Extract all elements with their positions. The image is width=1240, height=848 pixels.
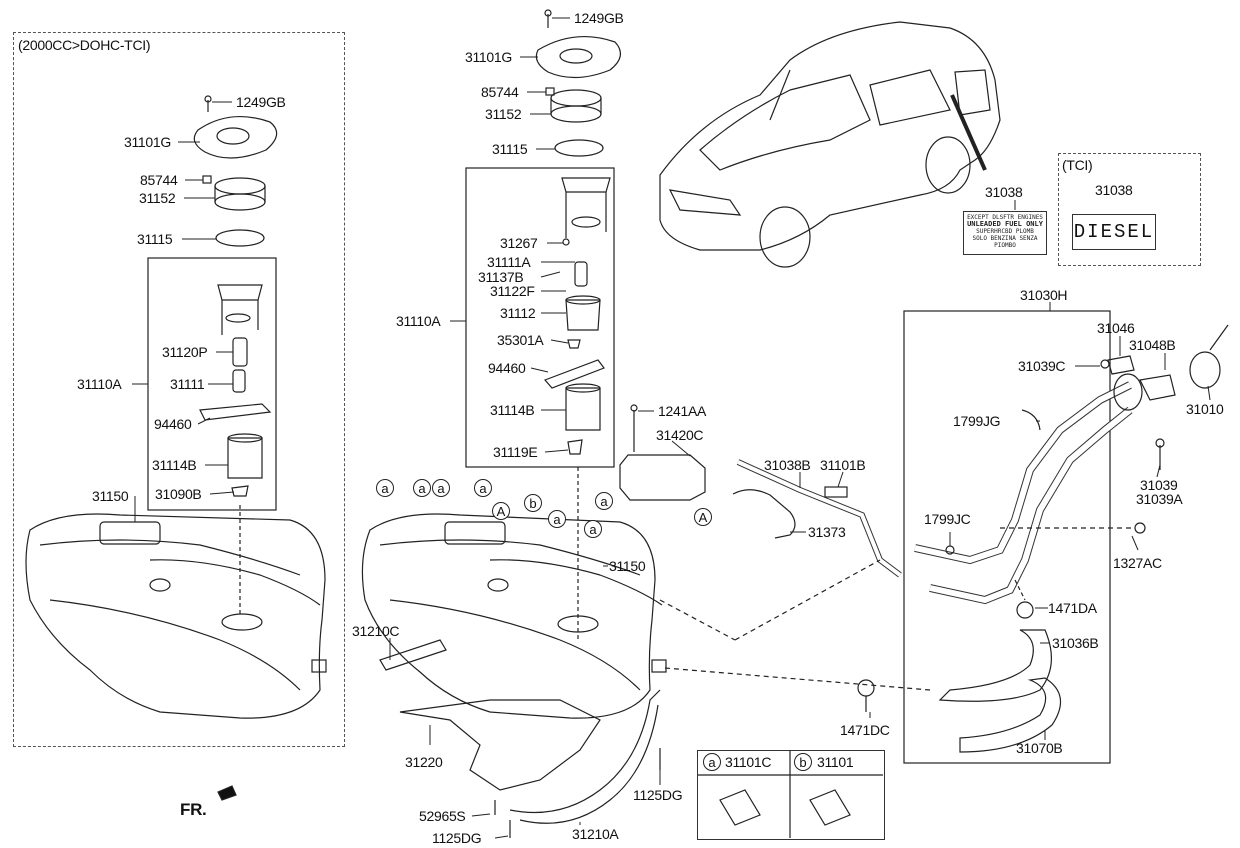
part-label[interactable]: 31036B (1052, 635, 1099, 651)
part-label[interactable]: 31039C (1018, 358, 1066, 374)
callout-a[interactable]: a (413, 479, 431, 497)
part-label[interactable]: 31152 (485, 106, 522, 122)
part-label[interactable]: 35301A (497, 332, 544, 348)
part-label[interactable]: 31101G (465, 49, 512, 65)
part-label[interactable]: 31373 (808, 524, 846, 540)
part-label[interactable]: 31048B (1129, 337, 1176, 353)
part-label[interactable]: 31101B (820, 457, 866, 473)
part-label[interactable]: 85744 (481, 84, 519, 100)
part-label[interactable]: 31114B (490, 402, 535, 418)
part-label[interactable]: 31220 (405, 754, 443, 770)
callout-a[interactable]: a (432, 479, 450, 497)
part-label[interactable]: 31110A (396, 313, 441, 329)
tci-title: (TCI) (1062, 157, 1093, 173)
part-label[interactable]: 31030H (1020, 287, 1068, 303)
part-label[interactable]: 31122F (490, 283, 535, 299)
part-label[interactable]: 31070B (1016, 740, 1063, 756)
diesel-decal: DIESEL (1072, 214, 1156, 250)
legend-box (697, 750, 885, 840)
part-label[interactable]: 31137B (478, 269, 524, 285)
part-label[interactable]: 94460 (488, 360, 526, 376)
part-label[interactable]: 31420C (656, 427, 704, 443)
part-label[interactable]: 1125DG (432, 830, 482, 846)
part-label[interactable]: 31114B (152, 457, 197, 473)
decal-line: UNLEADED FUEL ONLY (967, 220, 1043, 228)
part-label[interactable]: 31101G (124, 134, 171, 150)
callout-a[interactable]: a (584, 520, 602, 538)
variant-title: (2000CC>DOHC-TCI) (18, 37, 151, 53)
part-label[interactable]: 1327AC (1113, 555, 1162, 571)
part-label[interactable]: 31038 (1095, 182, 1133, 198)
part-label[interactable]: 31046 (1097, 320, 1135, 336)
part-label[interactable]: 1799JG (953, 413, 1001, 429)
legend-part[interactable]: 31101 (817, 754, 854, 770)
part-label[interactable]: 31090B (155, 486, 202, 502)
decal-line: SUPERHRCBD PLOMB (976, 228, 1034, 235)
part-label[interactable]: 1249GB (574, 10, 624, 26)
part-label[interactable]: 31115 (492, 141, 528, 157)
part-label[interactable]: 31267 (500, 235, 538, 251)
callout-A[interactable]: A (492, 502, 510, 520)
part-label[interactable]: 1471DC (840, 722, 890, 738)
callout-a[interactable]: a (376, 479, 394, 497)
decal-line: SOLO BENZINA SENZA PIOMBO (972, 235, 1038, 249)
part-label[interactable]: 31119E (493, 444, 538, 460)
part-label[interactable]: 31110A (77, 376, 122, 392)
part-label[interactable]: 1125DG (633, 787, 683, 803)
decal-line: EXCEPT DLSFTR ENGINES (967, 214, 1043, 221)
part-label[interactable]: 94460 (154, 416, 192, 432)
part-label[interactable]: 1471DA (1048, 600, 1097, 616)
part-label[interactable]: 31150 (92, 488, 129, 504)
part-label[interactable]: 52965S (419, 808, 466, 824)
front-indicator: FR. (180, 800, 207, 819)
tci-label-box (1058, 153, 1201, 266)
part-label[interactable]: 85744 (140, 172, 178, 188)
tci-engine-variant-box (13, 32, 345, 747)
part-label[interactable]: 31210C (352, 623, 400, 639)
fuel-label-decal: EXCEPT DLSFTR ENGINES UNLEADED FUEL ONLY… (963, 211, 1047, 255)
part-label[interactable]: 31210A (572, 826, 619, 842)
part-label[interactable]: 31039 (1140, 477, 1178, 493)
part-label[interactable]: 31111 (170, 376, 205, 392)
part-label[interactable]: 1249GB (236, 94, 286, 110)
part-label[interactable]: 31038B (764, 457, 811, 473)
legend-symbol-a: a (703, 753, 721, 771)
part-label[interactable]: 31112 (500, 305, 536, 321)
part-label[interactable]: 1241AA (658, 403, 707, 419)
part-label[interactable]: 31152 (139, 190, 176, 206)
part-label[interactable]: 31111A (487, 254, 531, 270)
part-label[interactable]: 31115 (137, 231, 173, 247)
callout-a[interactable]: a (548, 510, 566, 528)
part-label[interactable]: 31039A (1136, 491, 1183, 507)
legend-part[interactable]: 31101C (725, 754, 772, 770)
part-label[interactable]: 31150 (609, 558, 646, 574)
callout-b[interactable]: b (524, 494, 542, 512)
part-label[interactable]: 31120P (162, 344, 208, 360)
part-label[interactable]: 31038 (985, 184, 1023, 200)
callout-A[interactable]: A (694, 508, 712, 526)
callout-a[interactable]: a (474, 479, 492, 497)
part-label[interactable]: 31010 (1186, 401, 1224, 417)
part-label[interactable]: 1799JC (924, 511, 971, 527)
legend-symbol-b: b (794, 753, 812, 771)
callout-a[interactable]: a (595, 492, 613, 510)
